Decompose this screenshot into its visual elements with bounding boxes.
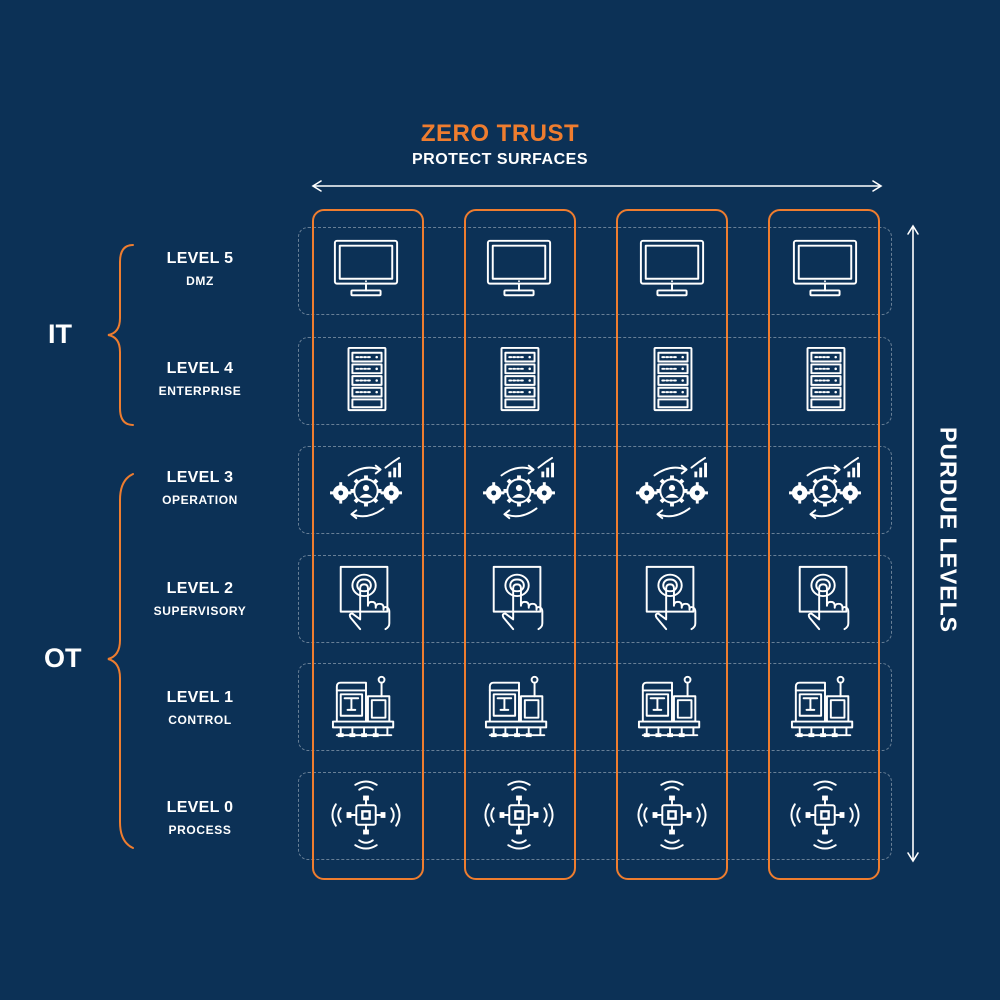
level-name: LEVEL 2 xyxy=(166,580,234,597)
control-machine-icon xyxy=(331,675,395,739)
server-rack-icon xyxy=(500,346,540,412)
level-label-4: LEVEL 4 ENTERPRISE xyxy=(140,360,260,398)
level-name: LEVEL 1 xyxy=(166,689,234,706)
control-machine-icon xyxy=(790,675,854,739)
group-label-ot: OT xyxy=(44,643,82,673)
server-rack-icon xyxy=(653,346,693,412)
touch-panel-icon xyxy=(798,565,850,631)
purdue-levels-label: PURDUE LEVELS xyxy=(935,427,962,633)
ot-brace xyxy=(107,473,134,849)
sensor-chip-icon xyxy=(637,780,707,850)
level-row-3 xyxy=(298,446,892,534)
level-name: LEVEL 5 xyxy=(166,250,234,267)
touch-panel-icon xyxy=(339,565,391,631)
level-sub: PROCESS xyxy=(168,823,232,837)
sensor-chip-icon xyxy=(484,780,554,850)
level-sub: SUPERVISORY xyxy=(153,604,247,618)
level-sub: OPERATION xyxy=(162,493,238,507)
level-row-2 xyxy=(298,555,892,643)
operations-gears-icon xyxy=(634,455,710,521)
level-label-2: LEVEL 2 SUPERVISORY xyxy=(140,580,260,618)
monitor-icon xyxy=(333,239,399,297)
monitor-icon xyxy=(639,239,705,297)
level-name: LEVEL 4 xyxy=(166,360,234,377)
level-sub: DMZ xyxy=(186,274,214,288)
diagram-title: ZERO TRUST xyxy=(420,120,580,147)
level-label-5: LEVEL 5 DMZ xyxy=(140,250,260,288)
operations-gears-icon xyxy=(787,455,863,521)
level-label-1: LEVEL 1 CONTROL xyxy=(140,689,260,727)
level-sub: CONTROL xyxy=(168,713,232,727)
group-label-it: IT xyxy=(48,319,72,349)
level-label-0: LEVEL 0 PROCESS xyxy=(140,799,260,837)
level-row-5 xyxy=(298,227,892,315)
level-label-3: LEVEL 3 OPERATION xyxy=(140,469,260,507)
level-row-1 xyxy=(298,663,892,751)
protect-surface-column xyxy=(768,209,880,880)
protect-surface-column xyxy=(464,209,576,880)
level-sub: ENTERPRISE xyxy=(158,384,242,398)
monitor-icon xyxy=(486,239,552,297)
sensor-chip-icon xyxy=(790,780,860,850)
protect-surface-column xyxy=(616,209,728,880)
monitor-icon xyxy=(792,239,858,297)
level-name: LEVEL 3 xyxy=(166,469,234,486)
control-machine-icon xyxy=(637,675,701,739)
vertical-double-arrow xyxy=(907,224,919,863)
sensor-chip-icon xyxy=(331,780,401,850)
level-row-0 xyxy=(298,772,892,860)
touch-panel-icon xyxy=(645,565,697,631)
protect-surface-column xyxy=(312,209,424,880)
diagram-subtitle: PROTECT SURFACES xyxy=(411,151,588,168)
operations-gears-icon xyxy=(328,455,404,521)
server-rack-icon xyxy=(347,346,387,412)
control-machine-icon xyxy=(484,675,548,739)
level-name: LEVEL 0 xyxy=(166,799,234,816)
touch-panel-icon xyxy=(492,565,544,631)
it-brace xyxy=(107,244,134,426)
operations-gears-icon xyxy=(481,455,557,521)
horizontal-double-arrow xyxy=(311,180,883,192)
level-row-4 xyxy=(298,337,892,425)
server-rack-icon xyxy=(806,346,846,412)
